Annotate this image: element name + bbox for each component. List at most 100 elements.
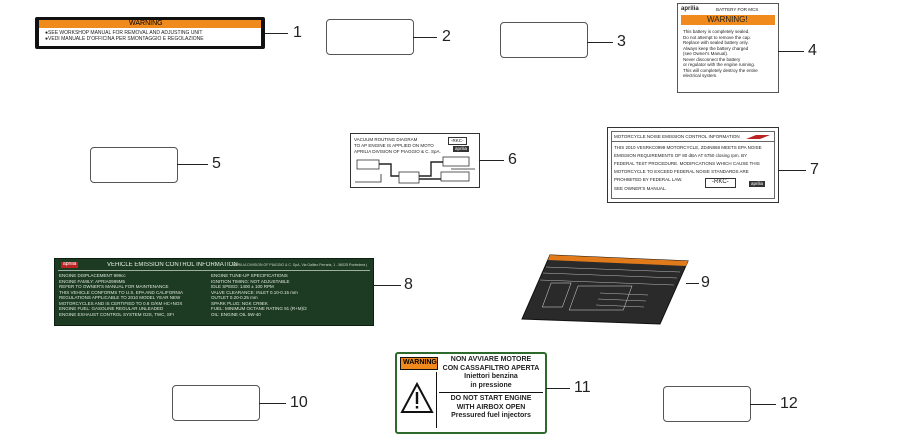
emission-line: ENGINE FUEL: GASOLINE REGULAR UNLEADED xyxy=(59,306,164,311)
noise-line: MOTORCYCLE TO EXCEED FEDERAL NOISE STAND… xyxy=(614,169,749,174)
callout-5: 5 xyxy=(212,155,221,172)
noise-title: MOTORCYCLE NOISE EMISSION CONTROL INFORM… xyxy=(614,134,740,139)
battery-text-line: Never disconnect the battery xyxy=(683,56,741,62)
battery-text-line: Do not attempt to remove the cap. xyxy=(683,34,752,40)
warning-line: ●VEDI MANUALE D'OFFICINA PER SMONTAGGIO … xyxy=(45,36,204,42)
noise-line: EMISSION REQUIREMENTS OF 80 dBA AT 6750 … xyxy=(614,153,748,158)
warning-symbol xyxy=(399,372,437,428)
emission-line: ENGINE EXHAUST CONTROL SYSTEM O2S, TWC, … xyxy=(59,311,174,317)
noise-line: PROHIBITED BY FEDERAL LAW. xyxy=(614,177,683,182)
brand-logo: aprilia xyxy=(681,6,699,12)
leader-3 xyxy=(587,42,613,43)
battery-text-line: Replace with sealed battery only. xyxy=(683,40,749,45)
label-7-noise-emission: MOTORCYCLE NOISE EMISSION CONTROL INFORM… xyxy=(607,127,779,203)
label-8-vehicle-emission: aprilia VEHICLE EMISSION CONTROL INFORMA… xyxy=(54,258,374,326)
emission-line: MOTORCYCLES AND IS CERTIFIED TO 0.8 G/KM… xyxy=(59,300,183,306)
emission-line: ENGINE DISPLACEMENT 999cc xyxy=(59,273,126,278)
italian-line: NON AVVIARE MOTORE xyxy=(450,356,532,363)
leader-4 xyxy=(778,51,804,52)
callout-9: 9 xyxy=(701,274,710,291)
label-11-airbox-warning: WARNING NON AVVIARE MOTORE CON CASSAFILT… xyxy=(395,352,547,434)
noise-line: THIS 2010 VESRKC0999 MOTORCYCLE, ZD4N868… xyxy=(614,145,762,150)
emission-line: SPARK PLUG: NGK CR9EK xyxy=(211,300,268,306)
routing-line: APRILIA DIVISION OF PIAGGIO & C. SpA. xyxy=(354,149,441,154)
italian-line: Iniettori benzina xyxy=(464,373,518,380)
emission-line: IDLE SPEED: 1400 ± 100 RPM xyxy=(211,284,274,289)
callout-8: 8 xyxy=(404,276,413,293)
emission-title: VEHICLE EMISSION CONTROL INFORMATION xyxy=(107,262,238,268)
callout-3: 3 xyxy=(617,33,626,50)
battery-text-line: (see Owner's Manual). xyxy=(683,51,729,56)
leader-8 xyxy=(373,285,401,286)
callout-4: 4 xyxy=(808,42,817,59)
brand-logo: aprilia xyxy=(61,262,79,268)
callout-6: 6 xyxy=(508,151,517,168)
battery-text-line: or regulator with the engine running. xyxy=(683,62,756,67)
callout-1: 1 xyxy=(293,24,302,41)
brand-logo: aprilia xyxy=(453,146,470,152)
label-10-blank xyxy=(172,385,260,421)
tire-info-graphic xyxy=(521,254,689,325)
label-6-vacuum-routing: VACUUM ROUTING DIAGRAM TO AP ENGINE IS A… xyxy=(350,133,480,188)
routing-diagram xyxy=(355,156,475,184)
leader-11 xyxy=(546,388,570,389)
callout-11: 11 xyxy=(574,379,591,396)
italian-warning: NON AVVIARE MOTORE CON CASSAFILTRO APERT… xyxy=(439,356,543,393)
warning-title: WARNING xyxy=(129,20,163,27)
leader-10 xyxy=(259,403,286,404)
emission-line: REGULATIONS APPLICABLE TO 2010 MODEL YEA… xyxy=(59,295,181,300)
english-line: Pressured fuel injectors xyxy=(451,412,531,419)
english-warning: DO NOT START ENGINE WITH AIRBOX OPEN Pre… xyxy=(439,395,543,421)
label-12-blank xyxy=(663,386,751,422)
rkc-tag: -RKC- xyxy=(448,137,467,145)
label-3-blank xyxy=(500,22,588,58)
warning-triangle-icon xyxy=(400,381,434,413)
emission-line: IGNITION TIMING: NOT ADJUSTABLE xyxy=(211,278,290,284)
leader-5 xyxy=(177,164,208,165)
callout-10: 10 xyxy=(290,394,308,411)
noise-line: FEDERAL TEST PROCEDURE. MODIFICATIONS WH… xyxy=(614,161,760,166)
routing-line: TO AP ENGINE IS APPLIED ON MOTO xyxy=(354,143,434,148)
emission-line: ENGINE TUNE-UP SPECIFICATIONS xyxy=(211,273,288,278)
emission-line: OUTLET 0.20-0.25 mm xyxy=(211,295,258,300)
emission-subtitle: APRILIA DIVISION OF PIAGGIO & C. SpA, Vi… xyxy=(233,263,367,267)
warning-bar: WARNING! xyxy=(681,15,775,25)
rkc-tag: -RKC- xyxy=(705,178,736,188)
callout-2: 2 xyxy=(442,28,451,45)
italian-line: CON CASSAFILTRO APERTA xyxy=(442,364,540,372)
battery-header: BATTERY FOR MCS xyxy=(716,7,759,12)
warning-body: ●SEE WORKSHOP MANUAL FOR REMOVAL AND ADJ… xyxy=(39,28,261,46)
english-line: WITH AIRBOX OPEN xyxy=(456,403,526,411)
emission-line: VALVE CLEARANCE: INLET 0.10-0.15 mm xyxy=(211,289,298,295)
routing-line: VACUUM ROUTING DIAGRAM xyxy=(354,137,418,142)
warning-bar: WARNING xyxy=(39,20,261,28)
leader-1 xyxy=(265,33,288,34)
brand-stripe-icon xyxy=(746,135,770,139)
label-5-blank xyxy=(90,147,178,183)
leader-2 xyxy=(413,37,437,38)
noise-line: SEE OWNER'S MANUAL. xyxy=(614,186,667,191)
brand-logo: aprilia xyxy=(749,181,766,187)
battery-text-line: This battery is completely sealed. xyxy=(683,29,750,34)
label-2-blank xyxy=(326,19,414,55)
battery-text-line: electrical system. xyxy=(683,73,718,78)
callout-7: 7 xyxy=(810,161,819,178)
emission-line: REFER TO OWNER'S MANUAL FOR MAINTENANCE xyxy=(59,284,169,289)
label-4-battery-warning: aprilia BATTERY FOR MCS WARNING! This ba… xyxy=(677,3,779,93)
warning-title: WARNING xyxy=(403,359,437,366)
warning-badge: WARNING xyxy=(400,357,438,370)
leader-12 xyxy=(750,404,776,405)
emission-line: THIS VEHICLE CONFORMS TO U.S. EPA AND CA… xyxy=(59,289,184,295)
battery-text-line: Always keep the battery charged xyxy=(683,45,749,51)
label-1-workshop-warning: WARNING ●SEE WORKSHOP MANUAL FOR REMOVAL… xyxy=(35,17,265,49)
battery-text-line: This will completely destroy the entire xyxy=(683,67,758,73)
emission-line: ENGINE FAMILY: APRIA0999M5 xyxy=(59,278,125,284)
leader-7 xyxy=(778,170,806,171)
leader-6 xyxy=(479,160,504,161)
warning-title: WARNING! xyxy=(707,15,748,24)
italian-line: in pressione xyxy=(470,381,512,389)
emission-line: OIL: ENGINE OIL 5W-40 xyxy=(211,311,261,317)
label-9-tire-info-decal xyxy=(520,253,690,326)
emission-line: FUEL: MINIMUM OCTANE RATING 91 (R+M)/2 xyxy=(211,306,307,311)
english-line: DO NOT START ENGINE xyxy=(450,395,532,402)
